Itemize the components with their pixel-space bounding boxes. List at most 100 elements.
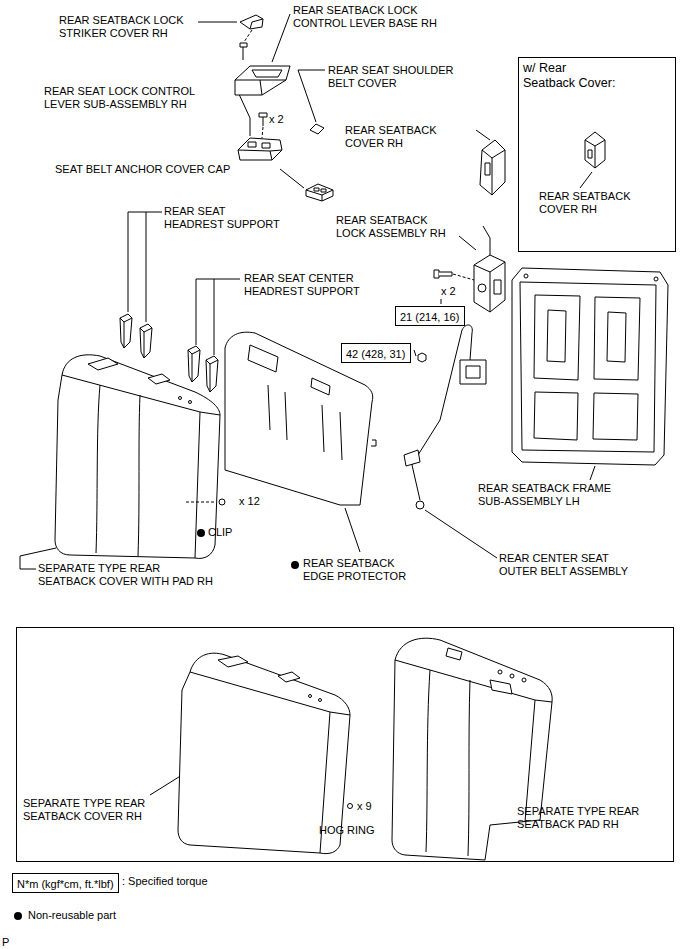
seatback-cover-with-pad	[219, 499, 225, 505]
seatback-pad	[446, 648, 462, 660]
seatback-cover	[585, 132, 605, 168]
bolt	[434, 270, 474, 280]
legend-text: Non-reusable part	[28, 909, 116, 922]
lock-assembly	[490, 272, 491, 312]
seatback-cover-with-pad	[96, 385, 100, 553]
bolt	[453, 274, 474, 280]
seat-belt	[460, 360, 486, 384]
part-name: REAR SEATBACK LOCK STRIKER COVER RH	[59, 14, 185, 40]
leader-line	[238, 92, 250, 136]
lock-assembly	[494, 280, 501, 294]
variant-box: SEPARATE TYPE REAR SEATBACK COVER RHx 9H…	[16, 627, 674, 862]
inset-box-frame	[518, 57, 676, 252]
part-name: REAR SEAT SHOULDER BELT COVER	[328, 64, 455, 90]
bolt	[434, 270, 439, 278]
variant-box: w/ Rear Seatback Cover: REAR SEATBACK COV…	[518, 57, 676, 252]
part-name: SEPARATE TYPE REAR SEATBACK COVER RH	[23, 797, 147, 823]
center-headrest-support	[206, 356, 218, 392]
center-headrest-support	[210, 364, 211, 392]
seatback-cover-with-pad	[138, 395, 140, 556]
seatback-cover	[482, 150, 505, 158]
leader-line	[345, 508, 360, 552]
seatback-frame	[534, 392, 578, 440]
seatback-cover	[492, 158, 493, 195]
edge-protector	[371, 440, 376, 446]
anchor-cover-cap	[321, 189, 326, 192]
part-name: SEAT BELT ANCHOR COVER CAP	[55, 163, 230, 176]
seatback-cover	[178, 653, 350, 853]
seatback-cover-with-pad	[179, 397, 182, 400]
striker-cover	[250, 19, 263, 29]
lock-control-lever	[262, 143, 270, 148]
leader-line	[272, 14, 290, 62]
leader-line	[414, 350, 416, 356]
seatback-cover	[190, 672, 350, 715]
seatback-pad	[510, 674, 514, 678]
shoulder-belt-cover	[310, 124, 324, 134]
screw	[259, 113, 267, 117]
striker-cover	[240, 15, 263, 29]
seatback-cover-with-pad	[148, 374, 170, 384]
seatback-pad	[395, 660, 552, 702]
edge-protector	[248, 345, 278, 372]
quantity: x 9	[357, 800, 372, 813]
seatback-cover	[588, 150, 592, 158]
quantity: x 2	[269, 113, 284, 126]
hog-ring	[348, 804, 353, 809]
lock-control-lever	[248, 142, 256, 147]
seat-belt	[418, 353, 426, 362]
leader-line	[425, 510, 497, 558]
screw	[262, 127, 263, 138]
leader-line	[128, 212, 162, 312]
seatback-cover-with-pad	[186, 502, 216, 503]
seat-belt	[404, 325, 486, 509]
center-headrest-support	[188, 346, 200, 382]
torque-box: 42 (428, 31)	[341, 343, 411, 363]
lock-control-lever	[270, 151, 272, 160]
torque-legend-box: N*m (kgf*cm, ft.*lbf)	[12, 873, 119, 893]
lever-base	[260, 80, 262, 95]
seatback-cover	[485, 163, 490, 175]
part-name: REAR SEATBACK FRAME SUB-ASSEMBLY LH	[478, 482, 613, 508]
seatback-pad	[522, 678, 526, 682]
inset-box-frame	[518, 57, 676, 252]
seatback-frame	[654, 277, 658, 281]
leader-line	[459, 236, 476, 250]
headrest-support	[120, 314, 152, 358]
leader-line	[198, 22, 237, 23]
lock-control-lever	[238, 138, 282, 160]
seat-belt	[404, 450, 420, 466]
variant-heading: w/ Rear Seatback Cover:	[523, 61, 617, 91]
lock-assembly	[483, 226, 490, 255]
seatback-frame	[593, 393, 638, 440]
seatback-pad	[498, 670, 502, 674]
lock-control-lever	[238, 150, 282, 151]
screw	[244, 30, 252, 42]
lock-control-lever	[238, 138, 282, 160]
part-name: REAR SEAT HEADREST SUPPORT	[164, 205, 281, 231]
leader-line	[476, 130, 490, 140]
seat-belt	[466, 366, 480, 378]
leader-line	[150, 775, 182, 795]
anchor-cover-cap	[306, 184, 333, 201]
leader-line	[280, 169, 304, 188]
seatback-cover	[480, 140, 505, 195]
seatback-frame	[520, 282, 656, 452]
torque-box: 21 (214, 16)	[395, 306, 465, 326]
lock-assembly	[474, 262, 505, 272]
bullet-dot	[197, 529, 205, 537]
seatback-cover	[595, 146, 596, 168]
seatback-frame	[512, 268, 668, 465]
part-name: REAR SEATBACK COVER RH	[539, 190, 632, 216]
seatback-cover-with-pad	[62, 375, 220, 415]
seatback-cover	[585, 132, 605, 168]
part-name: CLIP	[208, 526, 232, 539]
seatback-pad	[426, 670, 430, 852]
seatback-cover	[278, 672, 300, 682]
seatback-cover	[480, 140, 505, 195]
seatback-frame	[512, 268, 668, 465]
edge-protector	[340, 412, 342, 460]
legend-text: : Specified torque	[122, 875, 208, 888]
seatback-frame	[607, 312, 626, 362]
screw	[243, 47, 244, 60]
